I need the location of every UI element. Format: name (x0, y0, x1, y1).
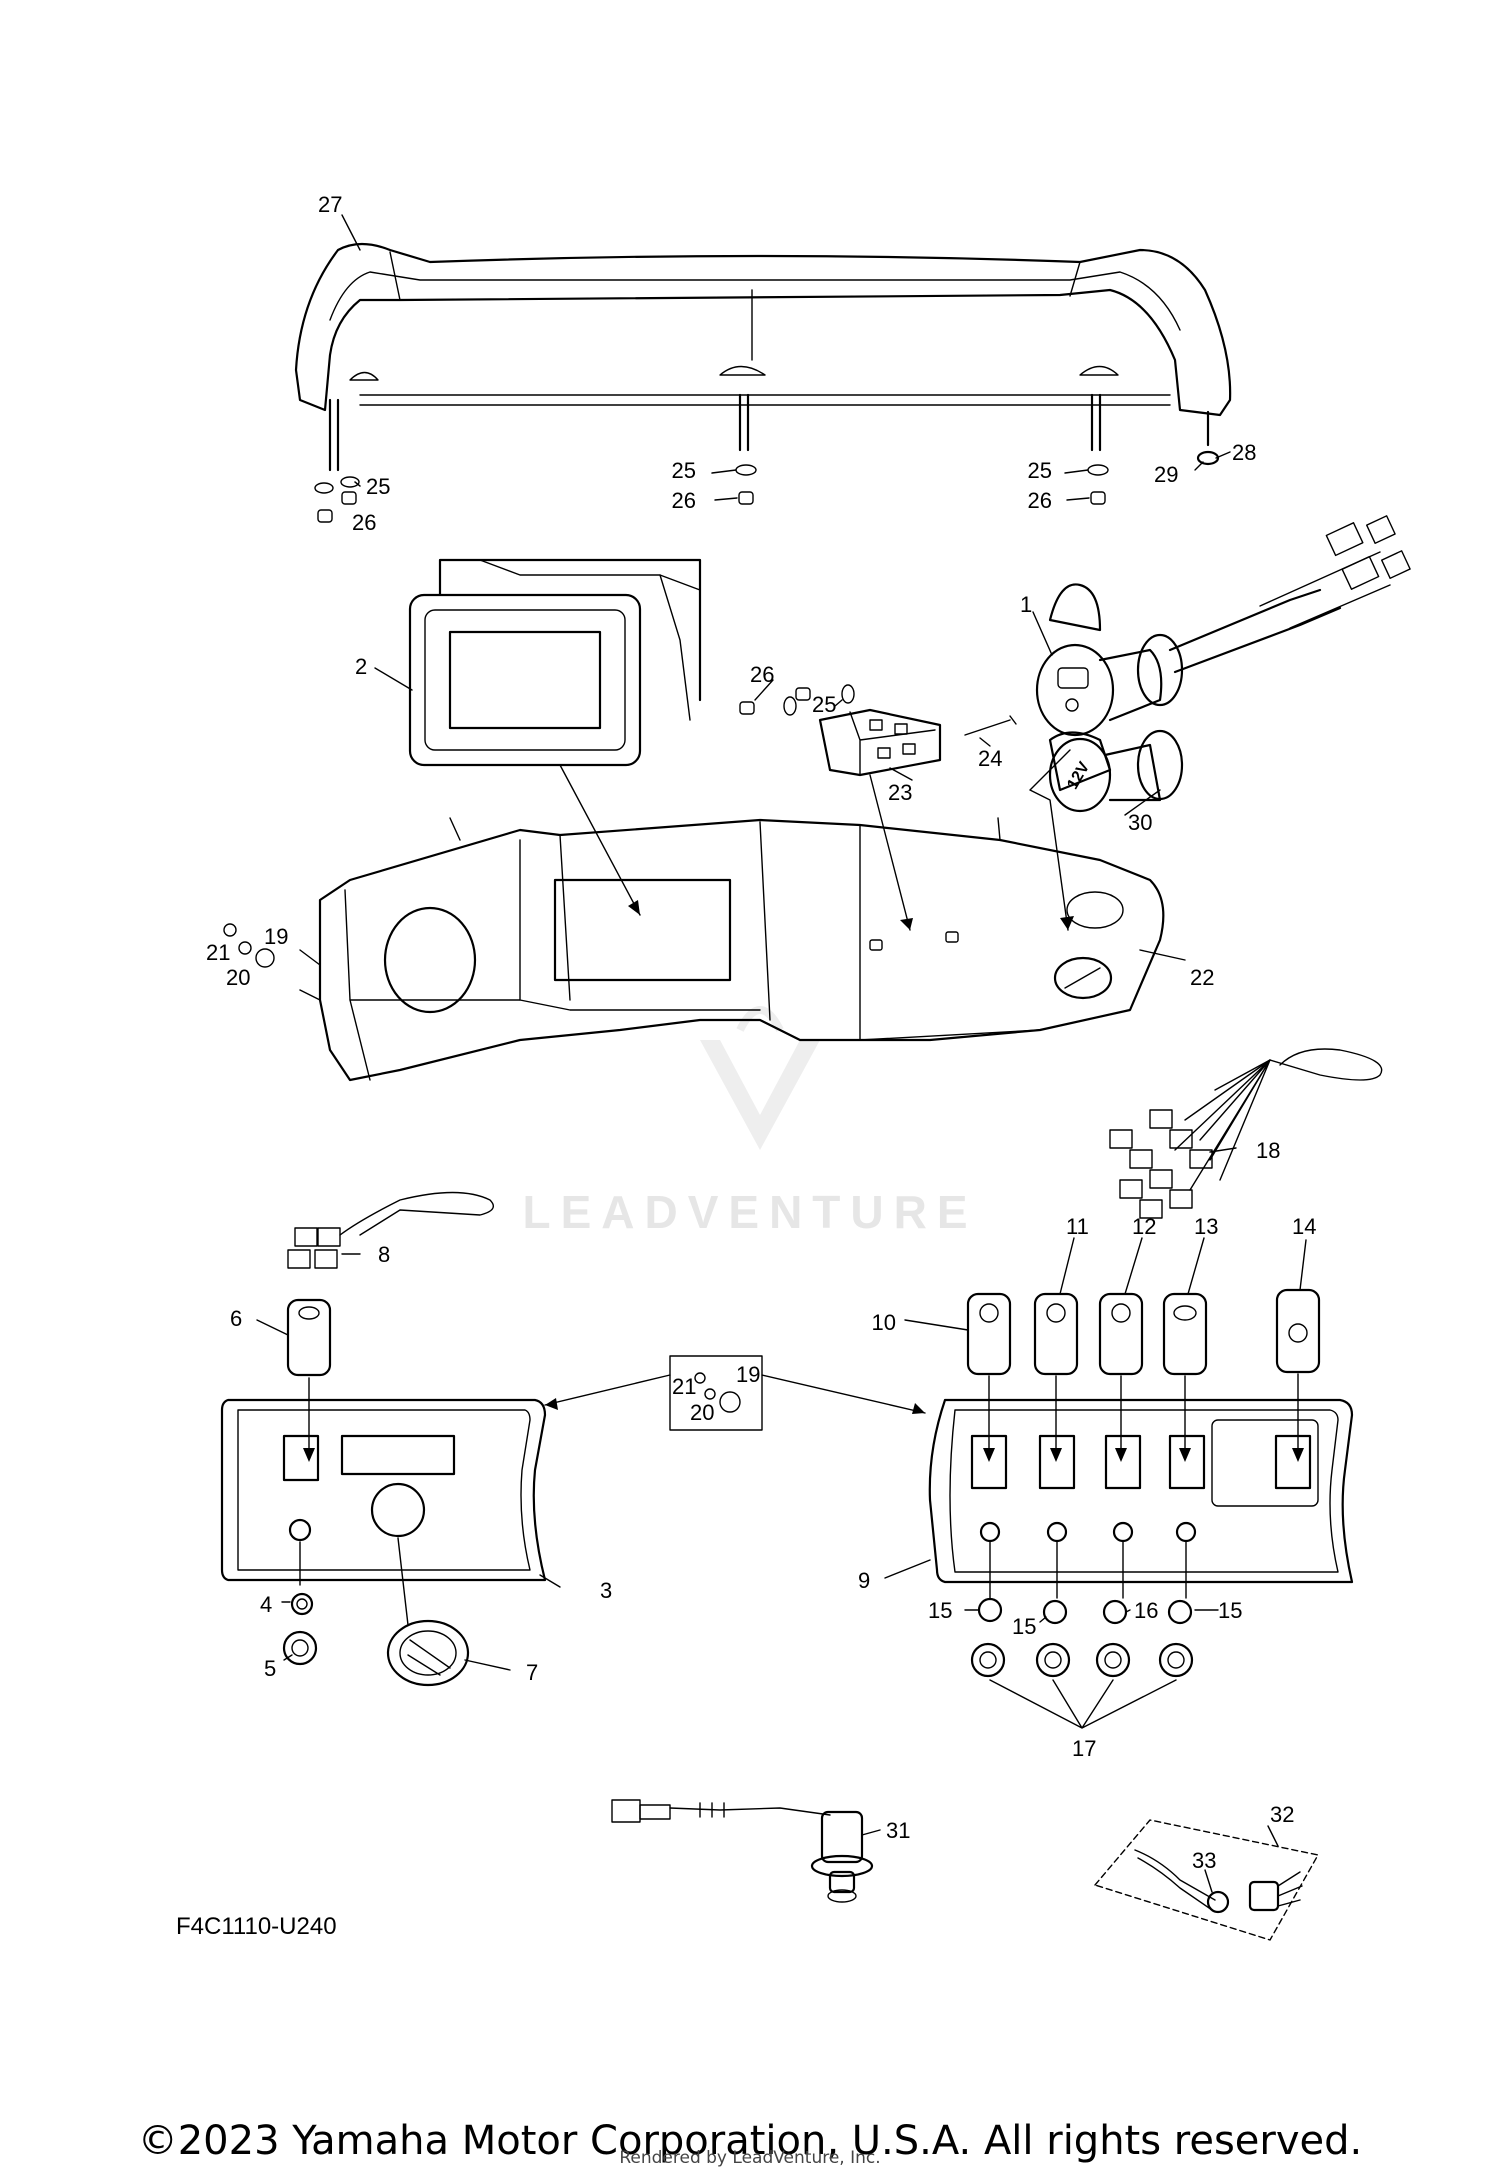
right-switch-panel-9 (928, 1398, 1354, 1584)
callout-16: 16 (1134, 1598, 1158, 1623)
usb-socket-part (1035, 515, 1411, 737)
callout-25d: 25 (812, 692, 836, 717)
callout-14: 14 (1292, 1214, 1316, 1239)
dash-panel-part (299, 817, 1165, 1082)
display-unit-part (408, 558, 702, 767)
leader-lines (256, 214, 1307, 1893)
callout-30: 30 (1128, 810, 1152, 835)
callout-28: 28 (1232, 440, 1256, 465)
rendered-by-text: Rendered by LeadVenture, Inc. (619, 2148, 881, 2168)
callout-11: 11 (1066, 1214, 1089, 1239)
harness-18-part (1109, 1048, 1383, 1219)
callout-19a: 19 (264, 924, 288, 949)
rocker-switches-10-14 (966, 1288, 1321, 1462)
switch-module-part (739, 684, 1017, 777)
callout-26d: 26 (750, 662, 774, 687)
copyright-notice: ©2023 Yamaha Motor Corporation, U.S.A. A… (137, 2118, 1363, 2164)
callout-31: 31 (886, 1818, 910, 1843)
callout-5: 5 (264, 1656, 276, 1681)
panel-arrows (559, 764, 1074, 931)
rocker-switch-6-part (286, 1298, 332, 1462)
callout-labels: 27 25 26 25 26 25 26 28 29 2 1 26 25 24 … (206, 192, 1316, 1873)
callout-3: 3 (600, 1578, 612, 1603)
washers-nuts-top (314, 450, 1220, 523)
callout-15b: 15 (1012, 1614, 1036, 1639)
watermark-text: LEADVENTURE (522, 1186, 977, 1238)
kit-32-33-part (1094, 1819, 1319, 1941)
callout-13: 13 (1194, 1214, 1218, 1239)
callout-20b: 20 (690, 1400, 714, 1425)
callout-26c: 26 (1028, 488, 1052, 513)
callout-15a: 15 (928, 1598, 952, 1623)
callout-4: 4 (260, 1592, 272, 1617)
watermark-logo (700, 1006, 820, 1150)
callout-1: 1 (1020, 592, 1032, 617)
callout-21a: 21 (206, 940, 230, 965)
harness-31-part (611, 1799, 874, 1903)
lens-4-5-knob-7 (282, 1592, 470, 1687)
callout-25c: 25 (1028, 458, 1052, 483)
callout-24: 24 (978, 746, 1002, 771)
callout-8: 8 (378, 1242, 390, 1267)
callout-22: 22 (1190, 965, 1214, 990)
callout-25a: 25 (366, 474, 390, 499)
left-switch-panel-3 (220, 1398, 547, 1626)
callout-26a: 26 (352, 510, 376, 535)
callout-21b: 21 (672, 1374, 696, 1399)
callout-29: 29 (1154, 462, 1178, 487)
socket-12v-label: 12V (1064, 759, 1093, 792)
diagram-code: F4C1110-U240 (176, 1913, 337, 1940)
callout-6: 6 (230, 1306, 242, 1331)
callout-18: 18 (1256, 1138, 1280, 1163)
12v-socket-part: 12V (1029, 729, 1184, 931)
callout-32: 32 (1270, 1802, 1294, 1827)
screw-washer-19-21 (223, 923, 275, 968)
callout-25b: 25 (672, 458, 696, 483)
callout-12: 12 (1132, 1214, 1156, 1239)
callout-19b: 19 (736, 1362, 760, 1387)
grab-bar-part (294, 242, 1232, 472)
callout-17: 17 (1072, 1736, 1096, 1761)
center-hardware-box (544, 1355, 926, 1431)
callout-7: 7 (526, 1660, 538, 1685)
callout-9: 9 (858, 1568, 870, 1593)
callout-33: 33 (1192, 1848, 1216, 1873)
callout-27: 27 (318, 192, 342, 217)
callout-2: 2 (355, 654, 367, 679)
callout-15c: 15 (1218, 1598, 1242, 1623)
lenses-15-16-bezels-17 (970, 1541, 1194, 1729)
callout-20a: 20 (226, 965, 250, 990)
callout-10: 10 (872, 1310, 896, 1335)
harness-8-part (287, 1191, 494, 1269)
callout-26b: 26 (672, 488, 696, 513)
callout-23: 23 (888, 780, 912, 805)
